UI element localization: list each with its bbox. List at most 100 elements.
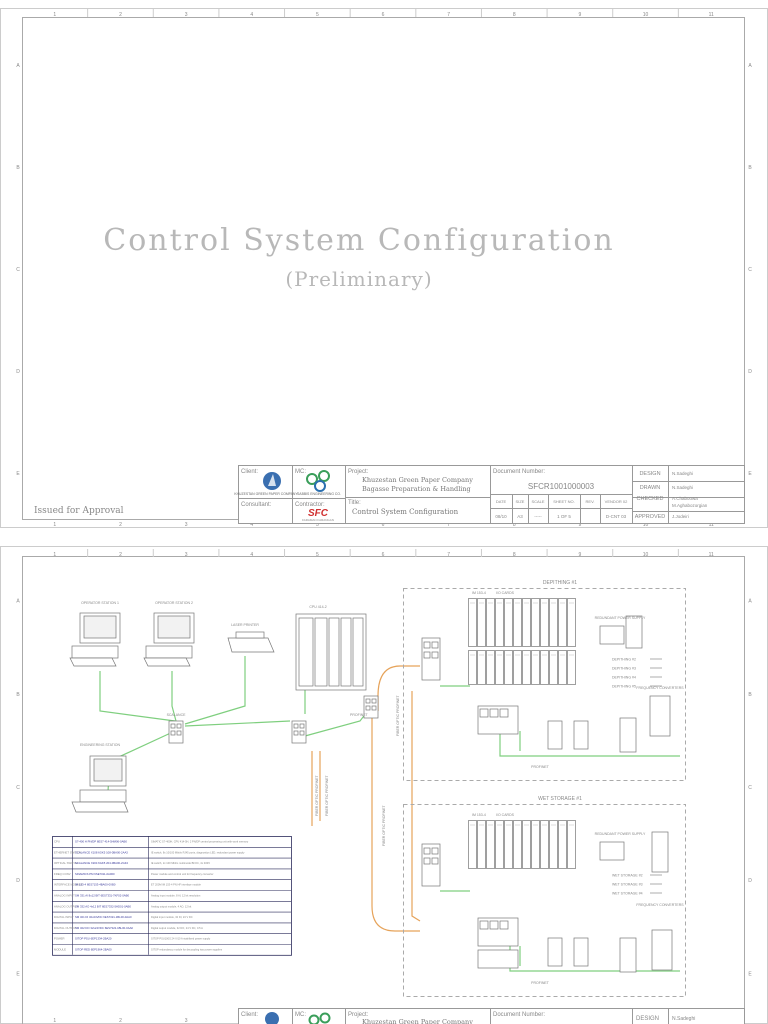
legend-desc-2: IE switch, 2x 100 Mbit/s multimode BFOC,… xyxy=(151,861,210,865)
tb-name-3: M.Aghabozorgian xyxy=(672,503,708,508)
mc-logo-icon xyxy=(306,470,330,492)
grid-col-9-bottom: 9 xyxy=(579,522,582,528)
operator-station-1-label: OPERATOR STATION 1 xyxy=(81,601,119,605)
io-card xyxy=(531,820,540,869)
tb-name-0: N.Sadeghi xyxy=(672,471,693,476)
io-card xyxy=(513,598,522,647)
tb-col-1: SIZE xyxy=(516,499,525,504)
legend-type-6: ANALOG OUTPUT xyxy=(54,904,78,908)
grid-row-B: B xyxy=(16,165,20,171)
grid-col-5: 5 xyxy=(316,12,319,18)
io-card xyxy=(513,820,522,869)
consultant-label: Consultant: xyxy=(241,502,272,508)
grid-row-E: E xyxy=(16,471,20,477)
grid-row-D: D xyxy=(16,878,20,884)
client-label-2: Client: xyxy=(241,1012,258,1018)
title-value: Control System Configuration xyxy=(352,508,459,516)
grid-col-1-bottom: 1 xyxy=(53,1018,56,1024)
title-block: Client: KHUZESTAN GREEN PAPER COMPANY MC… xyxy=(234,465,745,524)
grid-row-C-right: C xyxy=(748,267,752,273)
grid-row-B-right: B xyxy=(748,165,752,171)
contractor-label: Contractor: xyxy=(295,502,325,508)
grid-col-1: 1 xyxy=(53,12,56,18)
grid-row-C: C xyxy=(16,267,20,273)
grid-col-3-bottom: 3 xyxy=(185,522,188,528)
client-logo-text: KHUZESTAN GREEN PAPER COMPANY xyxy=(234,492,298,496)
depithing-power-supply xyxy=(599,615,643,649)
grid-row-D-right: D xyxy=(748,878,752,884)
grid-row-D: D xyxy=(16,369,20,375)
legend-type-9: POWER xyxy=(54,937,65,941)
contractor-logo-sub: FARAMAN FARANGAN xyxy=(302,518,334,522)
wet-im-label: IM 153-4 xyxy=(472,813,486,817)
drawing-title: Control System Configuration xyxy=(103,223,614,258)
depithing-scalance xyxy=(421,637,441,681)
title-label: Title: xyxy=(348,500,361,506)
wet-storage-area xyxy=(403,804,686,997)
output-label-2: WET STORAGE #4 xyxy=(612,892,643,896)
title-block-2: Client: MC: Project: Khuzestan Green Pap… xyxy=(238,1008,745,1024)
grid-col-4: 4 xyxy=(250,552,253,558)
grid-col-8-bottom: 8 xyxy=(513,522,516,528)
fiber-label-1: FIBER OPTIC PROFINET xyxy=(396,694,400,736)
grid-row-B: B xyxy=(16,692,20,698)
tb-col-5: VENDOR 02 xyxy=(605,499,628,504)
wet-power-supply xyxy=(599,831,669,873)
grid-col-7: 7 xyxy=(447,12,450,18)
project-label: Project: xyxy=(348,469,369,475)
io-card xyxy=(558,598,567,647)
grid-col-11: 11 xyxy=(709,12,714,18)
io-card xyxy=(522,820,531,869)
engineering-station xyxy=(71,755,129,813)
io-card xyxy=(477,598,486,647)
depithing-io-rack-2 xyxy=(468,650,576,685)
tb-val-0: 08/10 xyxy=(495,514,507,519)
tb-val-1: A3 xyxy=(517,514,523,519)
doc-number-label-2: Document Number: xyxy=(493,1012,545,1018)
io-card xyxy=(558,650,567,685)
legend-desc-8: Digital output module, 32 DO, 24 V DC, 0… xyxy=(151,926,203,930)
fiber-lines xyxy=(311,665,421,932)
tb-role-4: APPROVED xyxy=(635,514,666,520)
client-label: Client: xyxy=(241,469,258,475)
operator-station-1 xyxy=(69,612,121,667)
io-card xyxy=(477,820,486,869)
io-card xyxy=(540,650,549,685)
io-card xyxy=(504,650,513,685)
scalance-label: SCALANCE xyxy=(167,713,187,717)
design-role-2: DESIGN xyxy=(636,1016,659,1022)
grid-row-C-right: C xyxy=(748,785,752,791)
io-card xyxy=(531,650,540,685)
output-label-1: WET STORAGE #3 xyxy=(612,883,643,887)
grid-col-3-bottom: 3 xyxy=(185,1018,188,1024)
wet-io-rack-1 xyxy=(468,820,576,869)
grid-col-2: 2 xyxy=(119,552,122,558)
output-label-2: DEPITHING #4 xyxy=(612,676,636,680)
io-card xyxy=(468,820,477,869)
mc-logo-text: SABBIS ENGINEERING CO. xyxy=(297,492,341,496)
io-card xyxy=(549,820,558,869)
client-logo-icon-2 xyxy=(265,1012,279,1024)
legend-desc-4: ET 200M IM 153-4 PN HF interface module xyxy=(151,883,201,887)
io-card xyxy=(513,650,522,685)
io-card xyxy=(540,820,549,869)
legend-type-2: OPTICAL SWITCH xyxy=(54,861,78,865)
grid-col-11-bottom: 11 xyxy=(709,522,714,528)
design-name-2: N.Sadeghi xyxy=(672,1016,695,1022)
doc-number: SFCR1001000003 xyxy=(528,482,595,491)
printer-label: LASER PRINTER xyxy=(231,623,259,627)
legend-desc-6: Analog output module, 4 AO, 12 bit xyxy=(151,904,192,908)
printer-icon xyxy=(227,631,275,653)
grid-col-3: 3 xyxy=(185,552,188,558)
output-label-3: DEPITHING #5 xyxy=(612,685,636,689)
io-card xyxy=(567,650,576,685)
grid-col-5-bottom: 5 xyxy=(316,522,319,528)
grid-col-3: 3 xyxy=(185,12,188,18)
io-card xyxy=(549,650,558,685)
grid-col-10: 10 xyxy=(643,12,649,18)
tb-name-2: A.Chaboowa xyxy=(672,496,698,501)
legend-type-0: CPU xyxy=(54,840,60,844)
